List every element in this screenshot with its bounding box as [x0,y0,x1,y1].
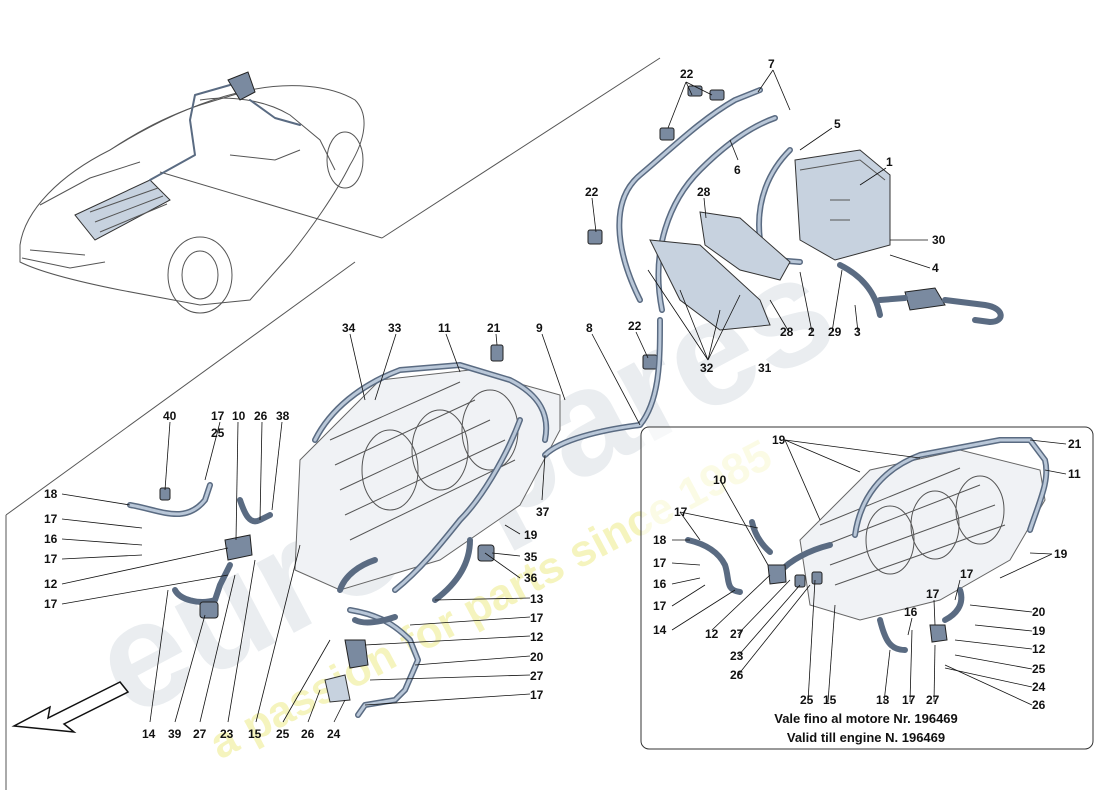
callout-17d: 17 [44,597,58,611]
inset-callout-24: 24 [1032,680,1046,694]
callout-17f: 17 [530,688,544,702]
callout-12a: 12 [44,577,58,591]
callout-35: 35 [524,550,538,564]
callout-17a: 17 [211,409,225,423]
callout-18: 18 [44,487,58,501]
callout-25a: 25 [211,426,225,440]
callout-28b: 28 [780,325,794,339]
inset-callout-23: 23 [730,649,744,663]
callout-15: 15 [248,727,262,741]
inset-callout-18: 18 [653,533,667,547]
callout-36: 36 [524,571,538,585]
left-components [127,482,495,718]
callout-20a: 20 [530,650,544,664]
inset-callout-19c: 19 [1032,624,1046,638]
callout-22c: 22 [628,319,642,333]
heat-shield [649,239,771,331]
canister-body [794,149,891,261]
callout-24a: 24 [327,727,341,741]
inset-callout-26b: 26 [1032,698,1046,712]
callout-12b: 12 [530,630,544,644]
callout-30: 30 [932,233,946,247]
callout-16: 16 [44,532,58,546]
inset-callout-14: 14 [653,623,667,637]
canister-assembly [490,85,1004,370]
overview-frame [5,57,661,790]
inset-callout-10: 10 [713,473,727,487]
inset-callout-19b: 19 [1054,547,1068,561]
inset-callout-11: 11 [1068,467,1081,481]
inset-callout-17a: 17 [674,505,688,519]
callout-11: 11 [438,321,451,335]
callout-26b: 26 [301,727,315,741]
inset-callout-16b: 16 [904,605,918,619]
inset-callout-17e: 17 [926,587,940,601]
inset-note-italian: Vale fino al motore Nr. 196469 [774,711,958,726]
inset-callout-25b: 25 [800,693,814,707]
inset-callout-16: 16 [653,577,667,591]
inset-callout-17f: 17 [902,693,916,707]
callout-4: 4 [932,261,939,275]
callout-38: 38 [276,409,290,423]
callout-27a: 27 [193,727,207,741]
callout-25b: 25 [276,727,290,741]
inset-callout-12a: 12 [705,627,719,641]
inset-callout-19a: 19 [772,433,786,447]
front-direction-arrow-icon [11,681,130,733]
callout-21: 21 [487,321,501,335]
callout-5: 5 [834,117,841,131]
inset-callout-20: 20 [1032,605,1046,619]
callout-37: 37 [536,505,550,519]
callout-17b: 17 [44,512,58,526]
inset-callout-26a: 26 [730,668,744,682]
callout-9: 9 [536,321,543,335]
callout-28a: 28 [697,185,711,199]
callout-22a: 22 [680,67,694,81]
callout-26a: 26 [254,409,268,423]
callouts-inset: 19 21 11 10 17 18 17 16 17 14 12 27 23 2… [653,433,1082,712]
callout-32: 32 [700,361,714,375]
inset-callout-25a: 25 [1032,662,1046,676]
callout-34: 34 [342,321,356,335]
purge-valve [224,534,253,561]
callout-27b: 27 [530,669,544,683]
car-overview [19,71,365,314]
inset-panel: Vale fino al motore Nr. 196469 Valid til… [640,426,1094,750]
inset-callout-17c: 17 [653,599,667,613]
callout-13a: 13 [530,592,544,606]
callouts-main: 22 7 5 6 1 22 28 30 4 28 2 29 3 22 32 31… [44,57,946,741]
inset-callout-17b: 17 [653,556,667,570]
callout-23: 23 [220,727,234,741]
callout-7: 7 [768,57,775,71]
callout-10: 10 [232,409,246,423]
callout-19a: 19 [524,528,538,542]
inset-callout-27b: 27 [926,693,940,707]
inset-callout-15: 15 [823,693,837,707]
inset-callout-17d: 17 [960,567,974,581]
callout-17c: 17 [44,552,58,566]
callout-40: 40 [163,409,177,423]
inset-callout-21: 21 [1068,437,1082,451]
engine-main [294,317,663,603]
leader-lines [61,69,1067,723]
inset-callout-13: 13 [876,693,890,707]
callout-29: 29 [828,325,842,339]
callout-3: 3 [854,325,861,339]
callout-39: 39 [168,727,182,741]
callout-8: 8 [586,321,593,335]
callout-31: 31 [758,361,772,375]
inset-callout-27a: 27 [730,627,744,641]
inset-note-english: Valid till engine N. 196469 [787,730,945,745]
callout-22b: 22 [585,185,599,199]
callout-33: 33 [388,321,402,335]
callout-2: 2 [808,325,815,339]
callout-1: 1 [886,155,893,169]
callout-6: 6 [734,163,741,177]
callout-17e: 17 [530,611,544,625]
callout-14: 14 [142,727,156,741]
inset-callout-12b: 12 [1032,642,1046,656]
